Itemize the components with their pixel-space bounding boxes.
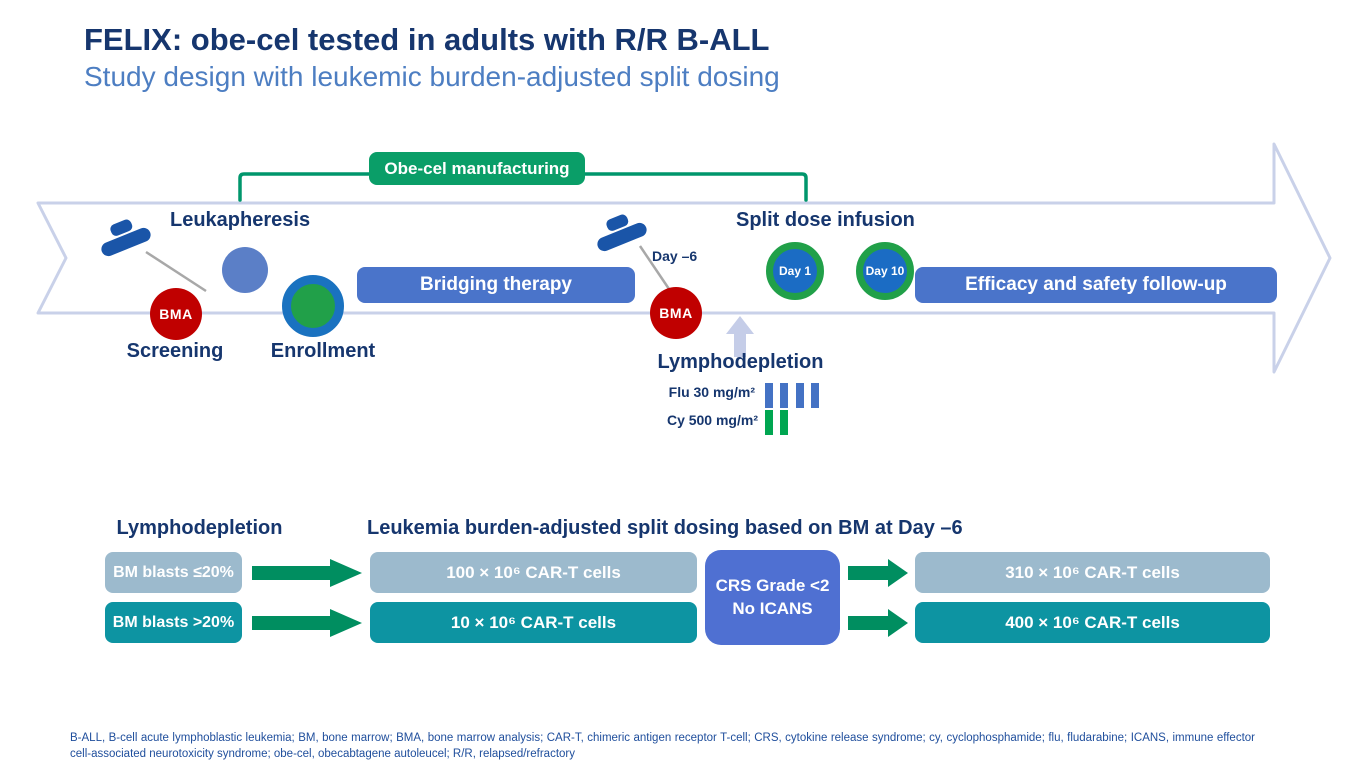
crs-gate-line2: No ICANS	[732, 598, 813, 618]
enrollment-label: Enrollment	[270, 340, 376, 362]
initial-dose-high-box: 10 × 10⁶ CAR-T cells	[370, 602, 697, 643]
flow-arrow	[848, 609, 908, 637]
footnote: B-ALL, B-cell acute lymphoblastic leukem…	[70, 732, 1255, 760]
initial-dose-low-box: 100 × 10⁶ CAR-T cells	[370, 552, 697, 593]
aspiration-needle-icon	[101, 219, 207, 293]
manufacturing-banner: Obe-cel manufacturing	[369, 152, 585, 185]
day-minus-6-label: Day –6	[652, 248, 698, 264]
flu-dose-bars-icon	[765, 383, 819, 408]
bridging-therapy-banner: Bridging therapy	[357, 267, 635, 303]
screening-label: Screening	[126, 340, 224, 362]
bm-blasts-low-box: BM blasts ≤20%	[105, 552, 242, 593]
day-1-circle: Day 1	[766, 242, 824, 300]
page-title: FELIX: obe-cel tested in adults with R/R…	[84, 22, 770, 57]
cy-dose-label: Cy 500 mg/m²	[666, 412, 758, 428]
crs-gate-box: CRS Grade <2 No ICANS	[705, 550, 840, 645]
flow-arrow	[848, 559, 908, 587]
page-subtitle: Study design with leukemic burden-adjust…	[84, 61, 780, 92]
second-dose-low-box: 310 × 10⁶ CAR-T cells	[915, 552, 1270, 593]
bma-circle: BMA	[150, 288, 202, 340]
crs-gate-line1: CRS Grade <2	[715, 575, 830, 595]
cell-circle-icon	[222, 247, 268, 293]
enrollment-circle-icon	[282, 275, 344, 337]
bm-blasts-high-box: BM blasts >20%	[105, 602, 242, 643]
lymphodepletion-header: Lymphodepletion	[116, 517, 283, 539]
lymphodepletion-label: Lymphodepletion	[657, 351, 824, 373]
split-dose-infusion-label: Split dose infusion	[736, 209, 915, 231]
flow-arrow	[252, 559, 362, 587]
lymphodepletion-up-arrow-icon	[726, 316, 754, 357]
flow-arrow	[252, 609, 362, 637]
efficacy-followup-banner: Efficacy and safety follow-up	[915, 267, 1277, 303]
second-dose-high-box: 400 × 10⁶ CAR-T cells	[915, 602, 1270, 643]
dosing-header: Leukemia burden-adjusted split dosing ba…	[367, 517, 963, 539]
cy-dose-bars-icon	[765, 410, 788, 435]
timeline-arrow-band	[36, 142, 1332, 374]
flu-dose-label: Flu 30 mg/m²	[668, 384, 755, 400]
day-10-circle: Day 10	[856, 242, 914, 300]
bma-circle: BMA	[650, 287, 702, 339]
leukapheresis-label: Leukapheresis	[170, 209, 311, 231]
aspiration-needle-icon	[597, 214, 671, 290]
